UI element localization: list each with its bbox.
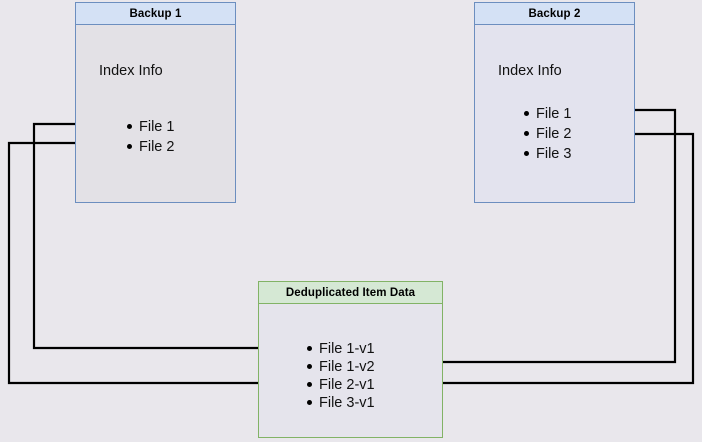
bullet-icon [307,382,312,387]
backup-2-file-2: File 2 [536,126,572,142]
backup-1-file-1: File 1 [139,119,175,135]
backup-1-index-label: Index Info [99,63,163,79]
backup-2-title: Backup 2 [475,3,634,25]
bullet-icon [524,131,529,136]
bullet-icon [307,400,312,405]
bullet-icon [524,151,529,156]
bullet-icon [524,111,529,116]
deduplicated-item-data-box[interactable]: Deduplicated Item Data File 1-v1 File 1-… [258,281,443,438]
dedup-file-1-v2: File 1-v2 [319,359,375,375]
backup-1-body: Index Info File 1 File 2 [76,25,235,202]
deduplicated-item-data-body: File 1-v1 File 1-v2 File 2-v1 File 3-v1 [259,304,442,437]
backup-2-index-label: Index Info [498,63,562,79]
backup-2-file-3: File 3 [536,146,572,162]
backup-2-body: Index Info File 1 File 2 File 3 [475,25,634,202]
dedup-file-3-v1: File 3-v1 [319,395,375,411]
dedup-file-2-v1: File 2-v1 [319,377,375,393]
dedup-file-1-v1: File 1-v1 [319,341,375,357]
bullet-icon [307,364,312,369]
backup-2-box[interactable]: Backup 2 Index Info File 1 File 2 File 3 [474,2,635,203]
backup-1-title: Backup 1 [76,3,235,25]
bullet-icon [127,124,132,129]
bullet-icon [127,144,132,149]
backup-2-file-1: File 1 [536,106,572,122]
backup-1-file-2: File 2 [139,139,175,155]
deduplicated-item-data-title: Deduplicated Item Data [259,282,442,304]
bullet-icon [307,346,312,351]
backup-1-box[interactable]: Backup 1 Index Info File 1 File 2 [75,2,236,203]
